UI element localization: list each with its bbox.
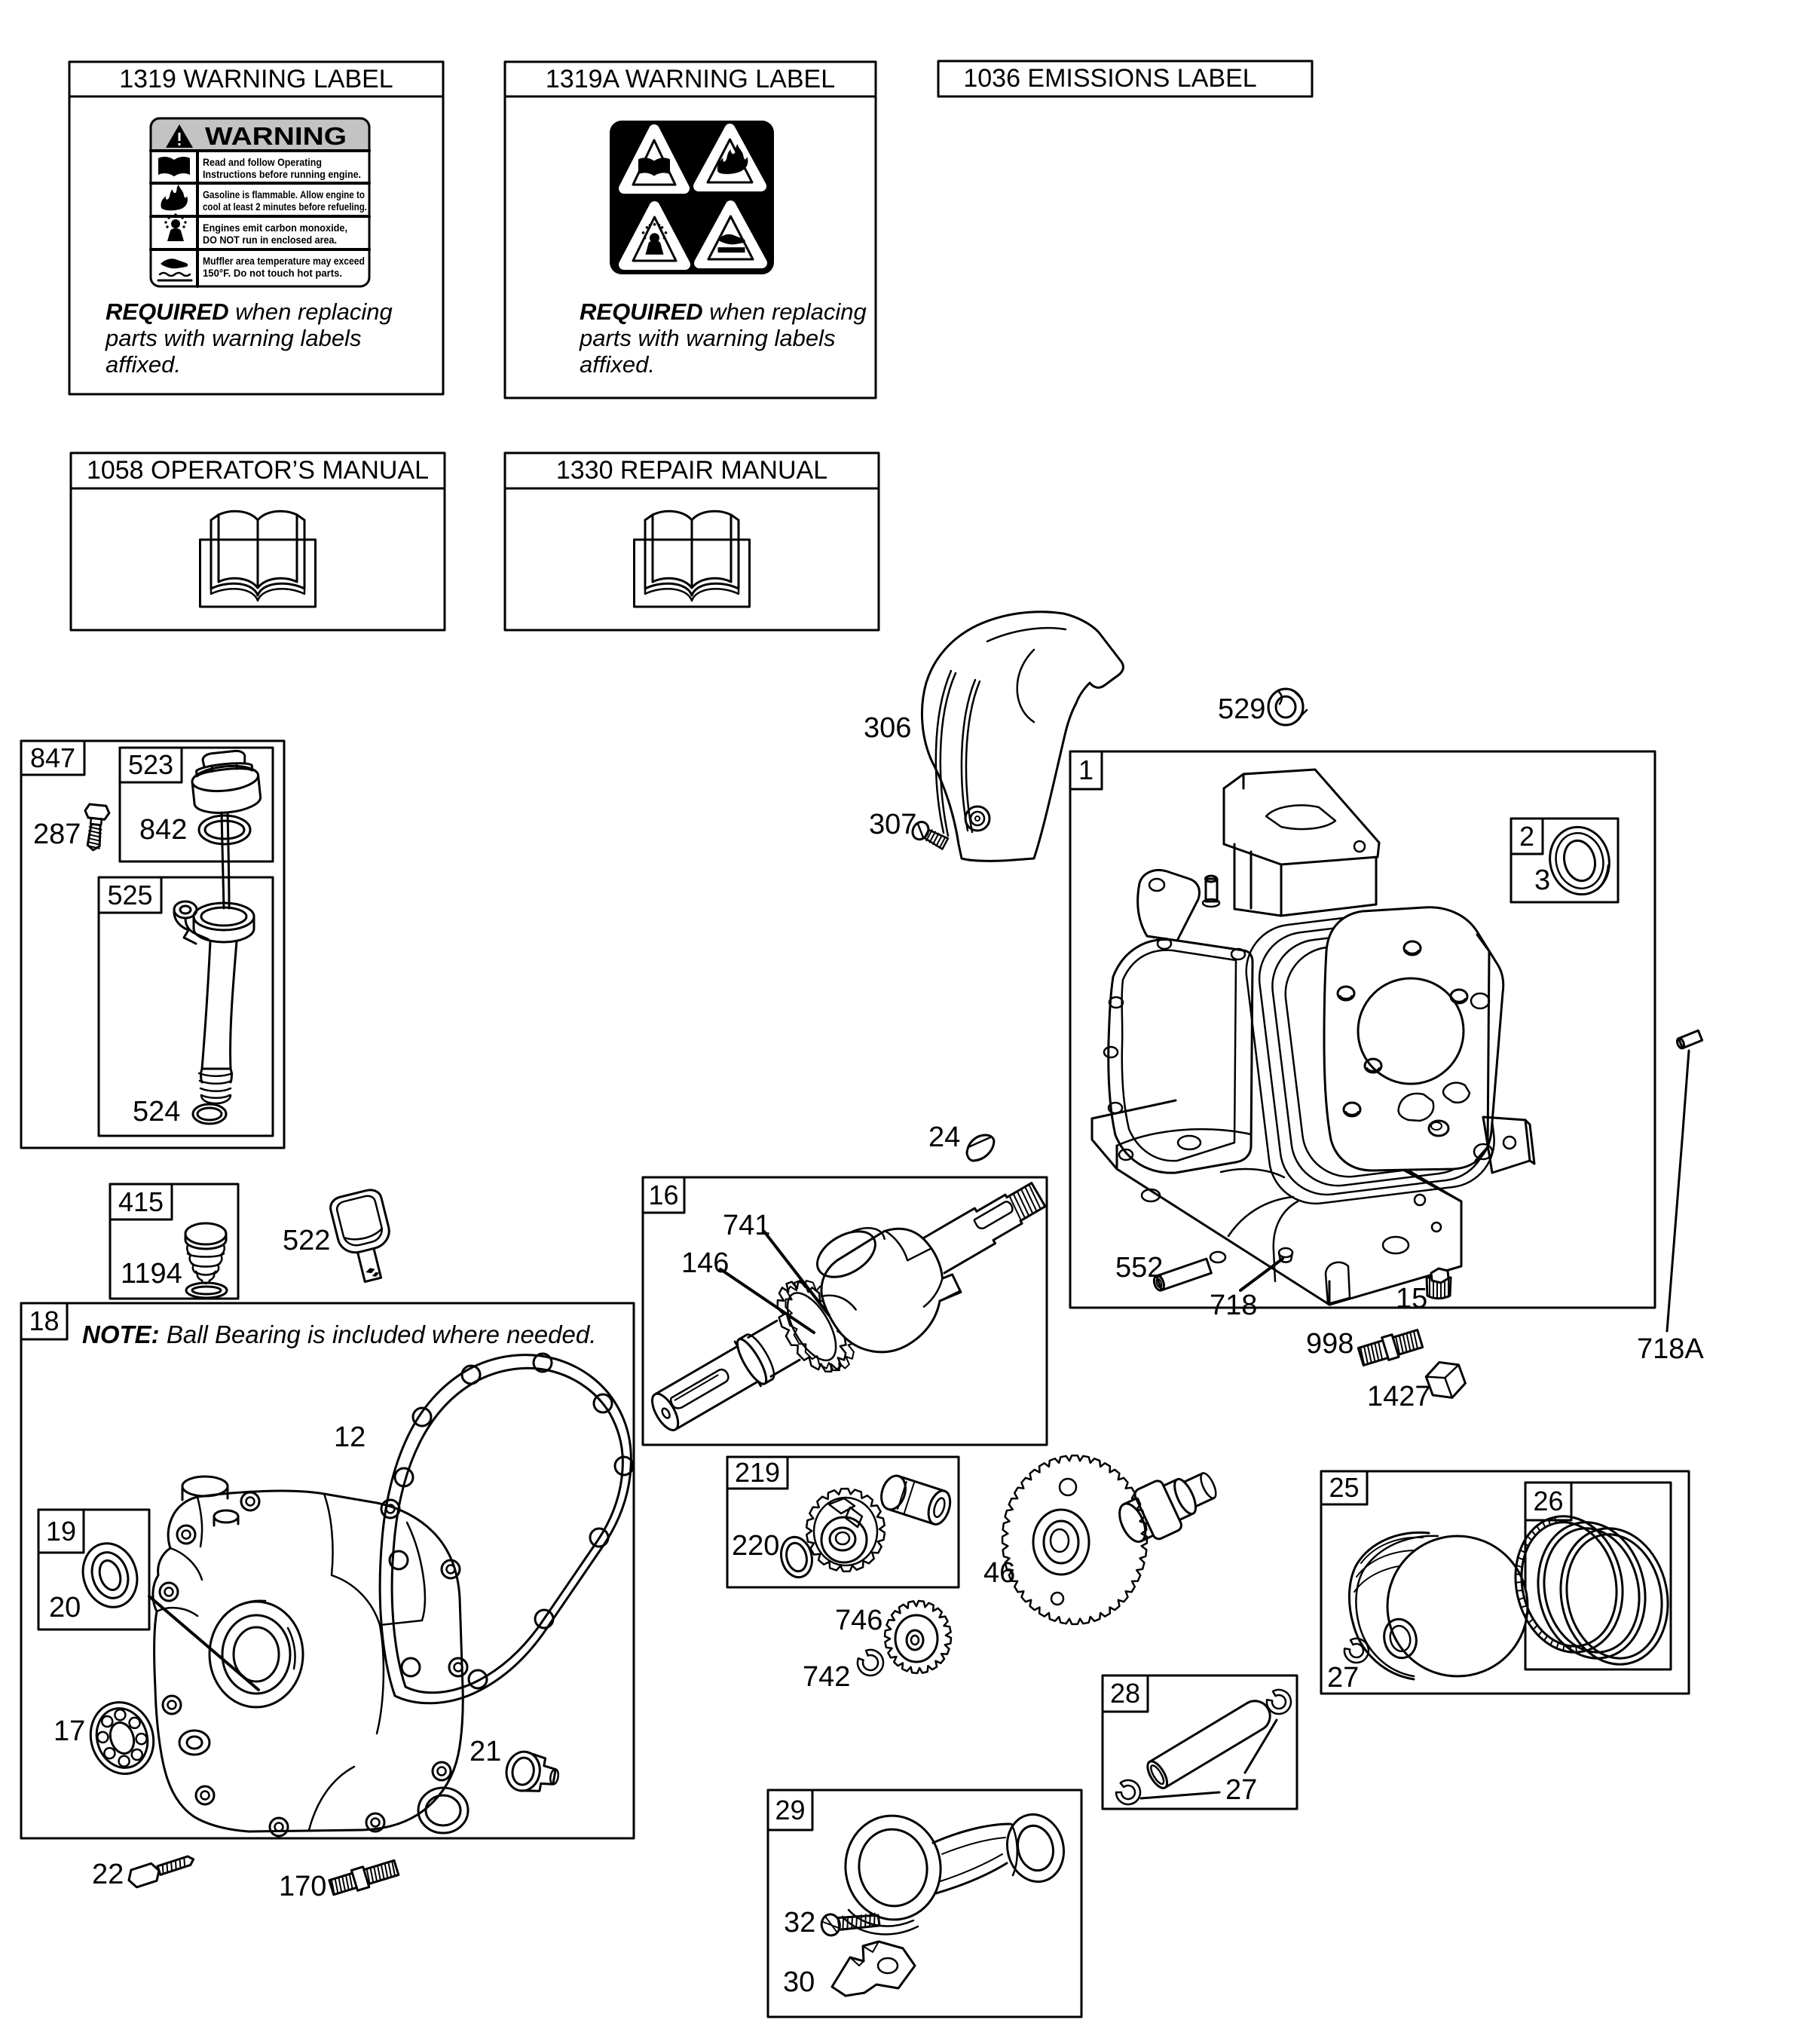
svg-text:Engines emit carbon monoxide,: Engines emit carbon monoxide, (203, 222, 347, 234)
svg-text:DO NOT run in enclosed area.: DO NOT run in enclosed area. (203, 234, 337, 246)
svg-text:Gasoline is flammable. Allow e: Gasoline is flammable. Allow engine to (203, 189, 365, 200)
svg-text:Muffler area temperature may e: Muffler area temperature may exceed (203, 256, 365, 267)
svg-text:cool at least 2 minutes before: cool at least 2 minutes before refueling… (203, 201, 367, 213)
svg-text:WARNING: WARNING (205, 122, 347, 150)
svg-text:Read and follow Operating: Read and follow Operating (203, 157, 322, 168)
svg-text:150°F. Do not touch hot parts: 150°F. Do not touch hot parts. (203, 268, 342, 279)
svg-text:Instructions before running en: Instructions before running engine. (203, 169, 361, 180)
